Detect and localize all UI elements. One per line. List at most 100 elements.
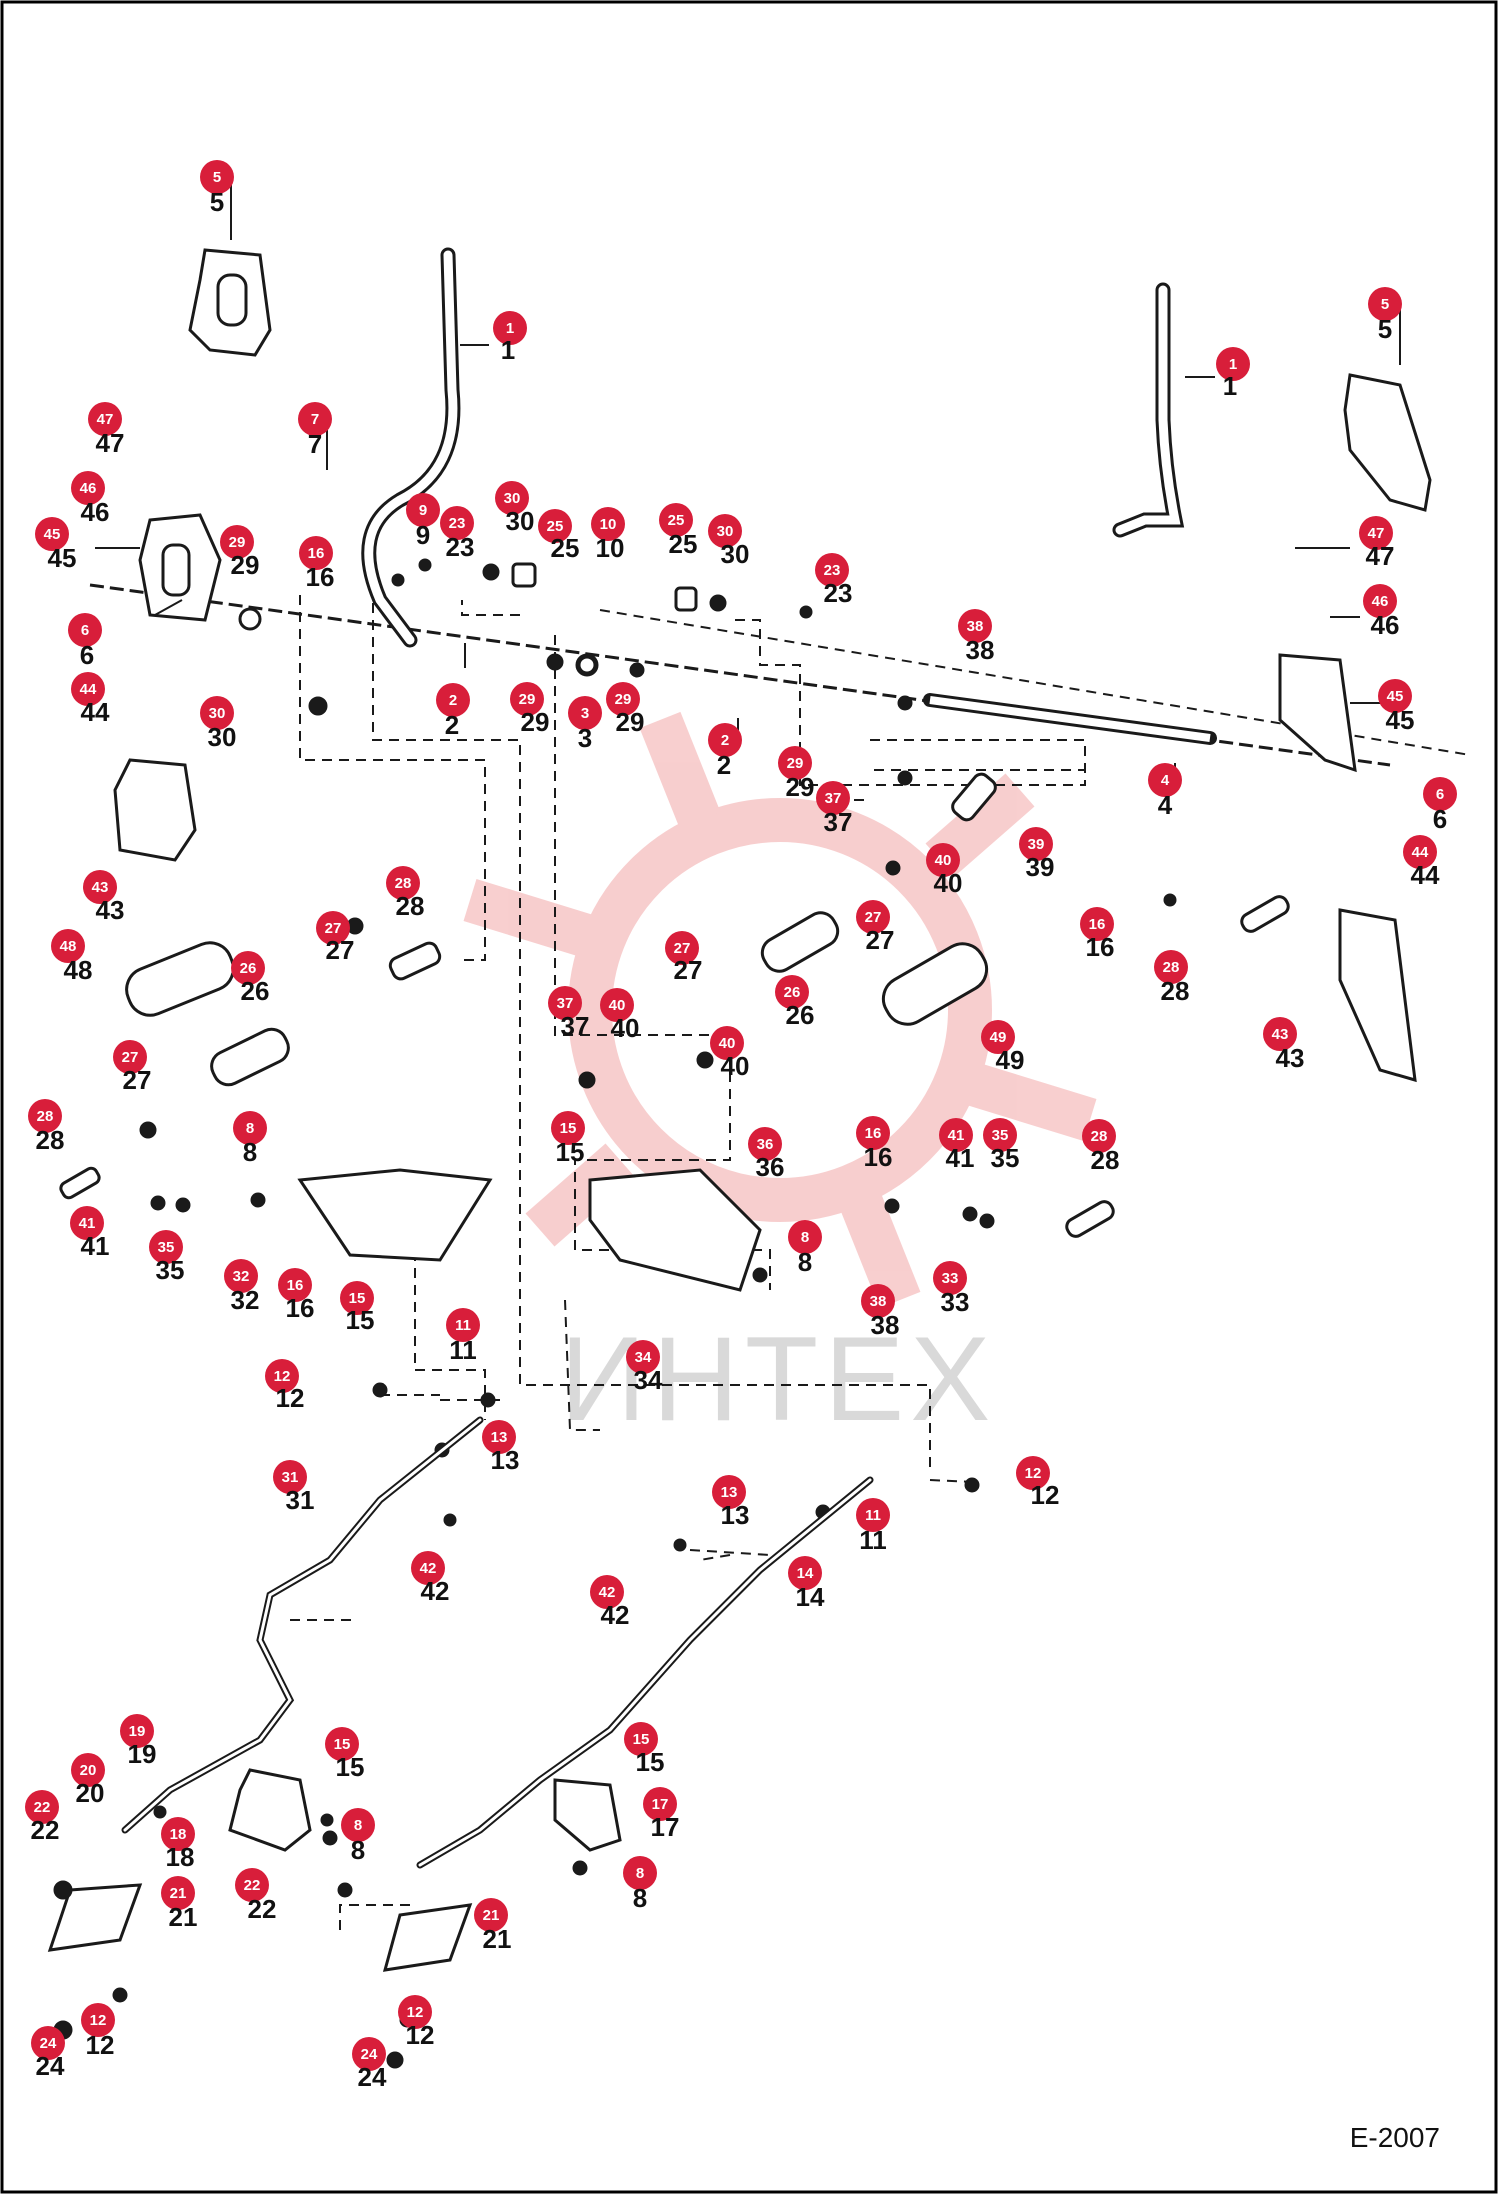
callout-8[interactable]: 88 [788,1220,822,1277]
callout-3[interactable]: 33 [568,696,602,753]
callout-badge-number: 5 [1381,296,1389,313]
callout-8[interactable]: 88 [233,1111,267,1167]
callout-badge-number: 31 [282,1469,299,1486]
callout-5[interactable]: 55 [1368,287,1402,344]
part-number-label: 46 [81,497,110,527]
callout-1[interactable]: 11 [1216,347,1250,401]
callout-2[interactable]: 22 [708,723,742,780]
callout-4[interactable]: 44 [1148,763,1182,820]
callout-9[interactable]: 99 [406,493,440,550]
callout-2[interactable]: 22 [436,683,470,740]
callout-6[interactable]: 66 [1423,777,1457,834]
callout-1[interactable]: 11 [493,311,527,365]
callout-7[interactable]: 77 [298,402,332,459]
callout-8[interactable]: 88 [341,1808,375,1865]
callout-8[interactable]: 88 [623,1856,657,1913]
callout-badge [88,402,122,436]
callout-5[interactable]: 55 [200,160,234,217]
callout-6[interactable]: 66 [68,613,102,670]
